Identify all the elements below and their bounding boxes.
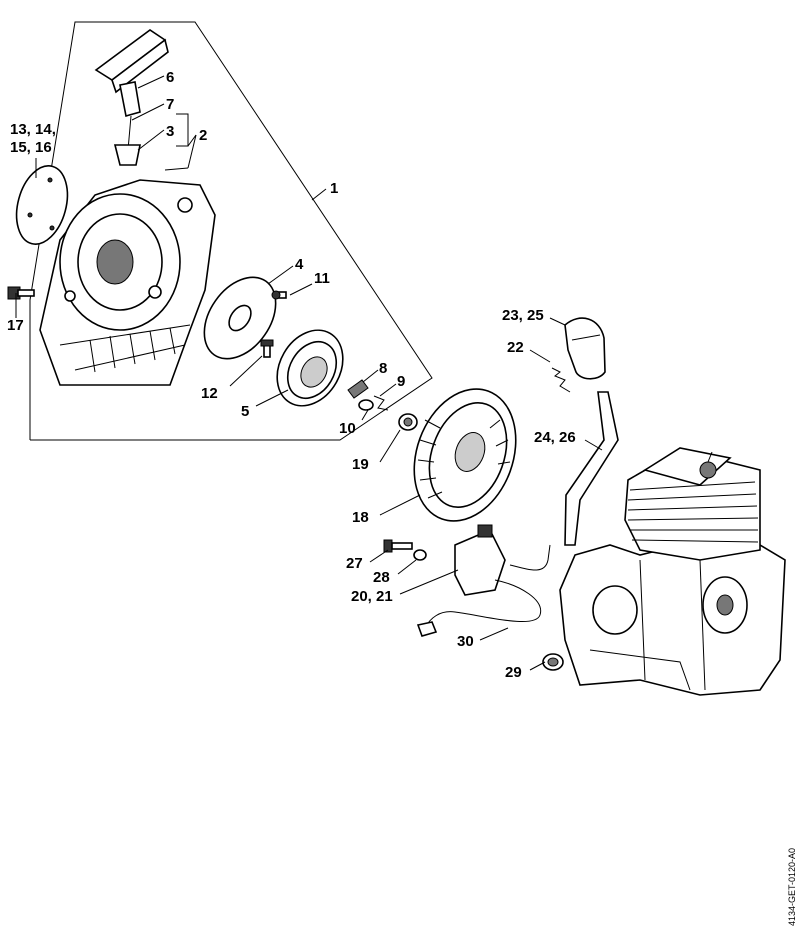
rope-guide-bush-part — [113, 144, 141, 166]
callout-19: 19 — [352, 456, 369, 473]
callout-30: 30 — [457, 633, 474, 650]
callout-4: 4 — [295, 256, 304, 273]
callout-28: 28 — [373, 569, 390, 586]
spark-plug-boot-part — [564, 317, 606, 380]
washer-10-part — [358, 399, 374, 411]
callout-1: 1 — [330, 180, 338, 197]
assembly-boundary — [29, 21, 433, 441]
screw-12-part — [260, 339, 274, 358]
callout-22: 22 — [507, 339, 524, 356]
fan-housing-part — [39, 179, 216, 386]
screw-17-part — [7, 286, 35, 300]
callout-23-25: 23, 25 — [502, 307, 544, 324]
callout-3: 3 — [166, 123, 174, 140]
callout-29: 29 — [505, 664, 522, 681]
callout-11: 11 — [314, 270, 330, 287]
ignition-module-part — [454, 524, 506, 596]
document-id: 4134-GET-0120-A0 — [787, 848, 797, 926]
callout-15-16: 15, 16 — [10, 139, 52, 156]
stop-switch-part — [542, 653, 564, 671]
screw-27-part — [383, 539, 413, 553]
leader-lines — [15, 75, 603, 671]
callout-20-21: 20, 21 — [351, 588, 393, 605]
callout-12: 12 — [201, 385, 218, 402]
callout-9: 9 — [397, 373, 405, 390]
spring-22-part — [551, 367, 571, 393]
callout-10: 10 — [339, 420, 356, 437]
callout-2: 2 — [199, 127, 207, 144]
ignition-lead-connector — [416, 621, 438, 637]
callout-17: 17 — [7, 317, 24, 334]
callout-18: 18 — [352, 509, 369, 526]
pawl-part — [347, 379, 369, 399]
ignition-lead-tube-part — [564, 391, 619, 546]
screw-11-part — [271, 290, 287, 300]
engine-part — [559, 447, 786, 696]
starter-handle-part — [94, 29, 169, 118]
rope-rotor-part — [276, 329, 344, 407]
callout-6: 6 — [166, 69, 174, 86]
callout-5: 5 — [241, 403, 249, 420]
nut-19-part — [398, 413, 418, 431]
ignition-lead-part — [424, 579, 542, 629]
callout-13-14: 13, 14, — [10, 121, 56, 138]
flywheel-part — [413, 388, 517, 522]
ground-wire — [509, 544, 551, 571]
callout-27: 27 — [346, 555, 363, 572]
cover-plate-part — [15, 165, 69, 245]
spring-clip-part — [373, 395, 389, 411]
callout-24-26: 24, 26 — [534, 429, 576, 446]
callout-7: 7 — [166, 96, 174, 113]
callout-8: 8 — [379, 360, 387, 377]
spring-housing-part — [203, 276, 277, 360]
washer-28-part — [413, 549, 427, 561]
